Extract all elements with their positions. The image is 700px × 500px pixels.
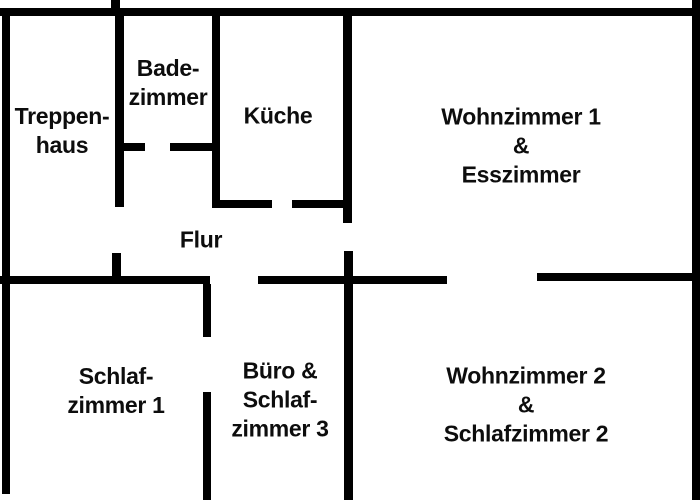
- badezimmer-kueche-wall: [212, 16, 220, 208]
- room-label-line: zimmer 1: [67, 392, 165, 418]
- outer-right-wall: [692, 0, 700, 500]
- schlafzimmer1-buero-wall-upper: [203, 284, 211, 337]
- room-label-line: Büro &: [242, 357, 318, 384]
- badezimmer-south-wall-left: [115, 143, 145, 151]
- room-label-treppenhaus: Treppen-haus: [15, 102, 110, 160]
- mid-wall-west: [0, 276, 210, 284]
- schlafzimmer1-buero-wall-lower: [203, 392, 211, 500]
- room-label-line: Wohnzimmer 2: [446, 362, 606, 389]
- treppenhaus-flur-door-stub: [112, 253, 121, 279]
- room-label-buero-schlafzimmer-3: Büro &Schlaf-zimmer 3: [231, 357, 329, 444]
- room-label-wohnzimmer-2-schlafzimmer-2: Wohnzimmer 2&Schlafzimmer 2: [444, 362, 609, 449]
- central-wall-upper: [343, 16, 352, 223]
- room-label-line: zimmer: [128, 84, 208, 110]
- room-label-line: Küche: [243, 102, 313, 129]
- central-wall-lower: [344, 251, 353, 500]
- outer-top-wall: [0, 8, 700, 16]
- room-label-line: Schlaf-: [242, 386, 318, 413]
- room-label-line: &: [517, 391, 535, 418]
- room-label-badezimmer: Bade-zimmer: [129, 54, 208, 112]
- room-label-kueche: Küche: [244, 102, 313, 131]
- room-label-wohnzimmer-1-esszimmer: Wohnzimmer 1&Esszimmer: [441, 103, 601, 190]
- room-label-line: haus: [35, 132, 89, 158]
- room-label-line: Bade-: [136, 55, 200, 81]
- kueche-south-wall-left: [212, 200, 272, 208]
- kueche-south-wall-right: [292, 200, 347, 208]
- room-label-line: Treppen-: [14, 103, 110, 129]
- outer-left-wall: [2, 8, 10, 494]
- room-label-line: Esszimmer: [461, 161, 581, 188]
- treppenhaus-badezimmer-wall: [115, 16, 124, 207]
- mid-wall-center: [258, 276, 447, 284]
- room-label-line: Wohnzimmer 1: [441, 103, 601, 130]
- room-label-line: Flur: [179, 226, 223, 253]
- top-edge-stub-wall: [111, 0, 120, 8]
- room-label-flur: Flur: [179, 226, 223, 255]
- room-label-line: zimmer 3: [231, 415, 329, 442]
- badezimmer-south-wall-right: [170, 143, 216, 151]
- room-label-line: Schlafzimmer 2: [443, 420, 609, 447]
- mid-wall-east: [537, 273, 700, 281]
- room-label-line: Schlaf-: [78, 363, 154, 389]
- room-label-line: &: [512, 132, 530, 159]
- room-label-schlafzimmer-1: Schlaf-zimmer 1: [67, 362, 165, 420]
